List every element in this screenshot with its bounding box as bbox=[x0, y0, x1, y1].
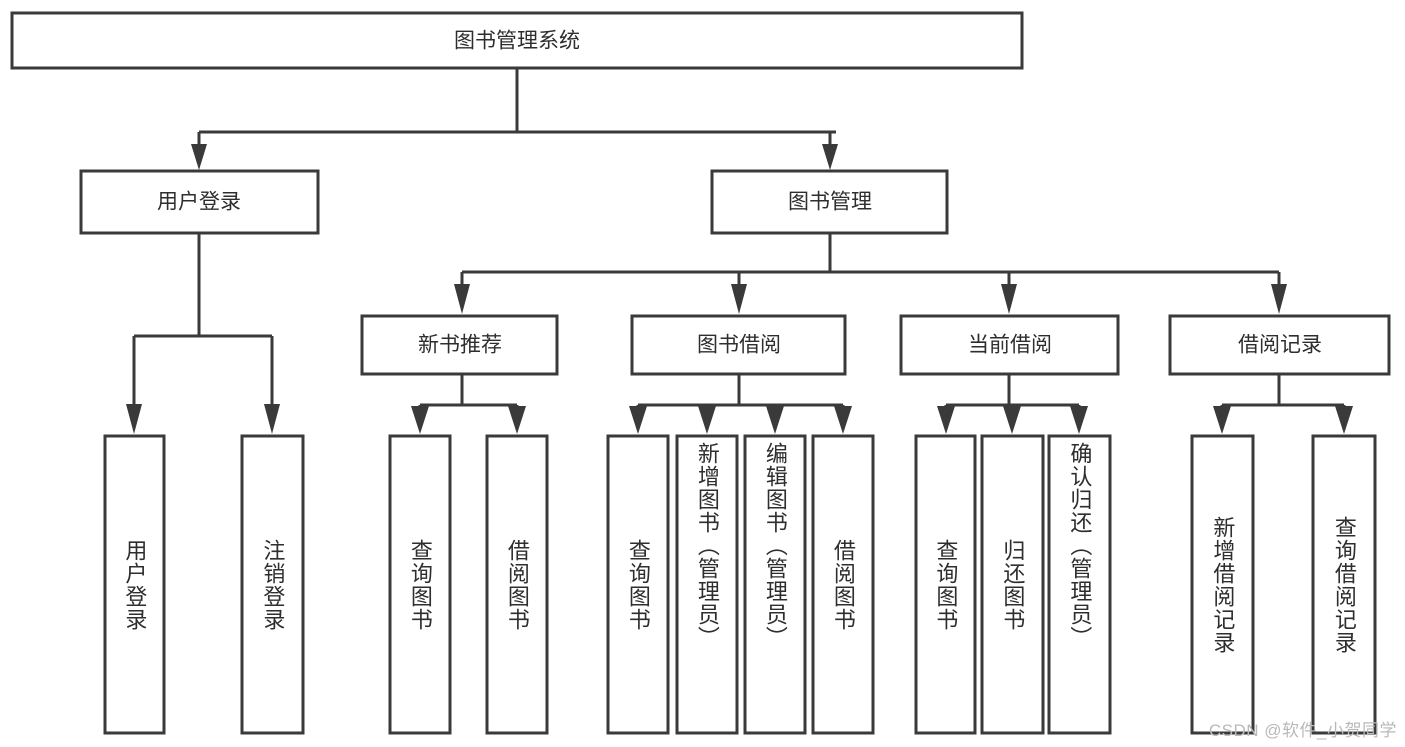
node-new-book-recommend[interactable] bbox=[360, 314, 559, 376]
arrow-newbook-to-leaf2 bbox=[508, 406, 526, 434]
watermark-text: CSDN @软件_小贺同学 bbox=[1208, 721, 1397, 740]
node-borrow-record-label: 借阅记录 bbox=[1238, 334, 1322, 357]
node-borrow-record[interactable] bbox=[1168, 314, 1391, 376]
node-root-system[interactable] bbox=[10, 11, 1024, 70]
arrow-userlogin-to-leaf2 bbox=[264, 404, 280, 434]
arrow-borrow-to-leaf1 bbox=[629, 406, 647, 434]
node-leaf-logout[interactable] bbox=[240, 434, 305, 735]
arrow-borrow-to-leaf2 bbox=[698, 406, 716, 434]
arrow-current-to-leaf1 bbox=[937, 406, 955, 434]
arrow-borrow-to-leaf4 bbox=[834, 406, 852, 434]
node-user-login[interactable] bbox=[79, 169, 320, 235]
node-leaf-add-book-admin[interactable] bbox=[675, 434, 739, 735]
node-new-book-recommend-label: 新书推荐 bbox=[418, 334, 502, 357]
node-leaf-search-book-rec[interactable] bbox=[388, 434, 452, 735]
connector-layer bbox=[126, 68, 1353, 434]
arrow-borrow-to-leaf3 bbox=[766, 406, 784, 434]
node-user-login-label: 用户登录 bbox=[157, 191, 241, 214]
node-leaf-add-borrow-record[interactable] bbox=[1190, 434, 1255, 735]
node-leaf-return-book[interactable] bbox=[980, 434, 1045, 735]
node-book-borrow-label: 图书借阅 bbox=[697, 334, 781, 357]
arrow-root-to-user-login bbox=[191, 144, 207, 170]
node-root-system-label: 图书管理系统 bbox=[454, 30, 580, 53]
node-leaf-borrow-book[interactable] bbox=[811, 434, 875, 735]
arrow-record-to-leaf1 bbox=[1213, 406, 1231, 434]
node-leaf-confirm-return-admin[interactable] bbox=[1047, 434, 1112, 735]
node-layer: 图书管理系统 用户登录 图书管理 新书推荐 图书借阅 当前借阅 借阅记录 bbox=[10, 11, 1391, 735]
arrow-root-to-book-mgmt bbox=[822, 144, 838, 170]
node-current-borrow-label: 当前借阅 bbox=[968, 334, 1052, 357]
node-leaf-borrow-book-rec[interactable] bbox=[485, 434, 549, 735]
node-book-borrow[interactable] bbox=[630, 314, 847, 376]
node-leaf-search-book-borrow[interactable] bbox=[606, 434, 670, 735]
arrow-newbook-to-leaf1 bbox=[411, 406, 429, 434]
arrow-bookmgmt-to-current bbox=[1001, 284, 1017, 314]
node-leaf-edit-book-admin[interactable] bbox=[743, 434, 807, 735]
node-leaf-search-borrow-record[interactable] bbox=[1311, 434, 1377, 735]
node-current-borrow[interactable] bbox=[899, 314, 1120, 376]
node-book-management[interactable] bbox=[710, 169, 949, 235]
arrow-record-to-leaf2 bbox=[1335, 406, 1353, 434]
arrow-bookmgmt-to-borrow bbox=[731, 284, 747, 314]
arrow-userlogin-to-leaf1 bbox=[126, 404, 142, 434]
arrow-bookmgmt-to-newbook bbox=[454, 284, 470, 314]
node-leaf-user-login[interactable] bbox=[103, 434, 166, 735]
node-leaf-search-book-current[interactable] bbox=[914, 434, 977, 735]
arrow-current-to-leaf2 bbox=[1003, 406, 1021, 434]
arrow-current-to-leaf3 bbox=[1070, 406, 1088, 434]
node-book-management-label: 图书管理 bbox=[788, 191, 872, 214]
arrow-bookmgmt-to-record bbox=[1271, 284, 1287, 314]
